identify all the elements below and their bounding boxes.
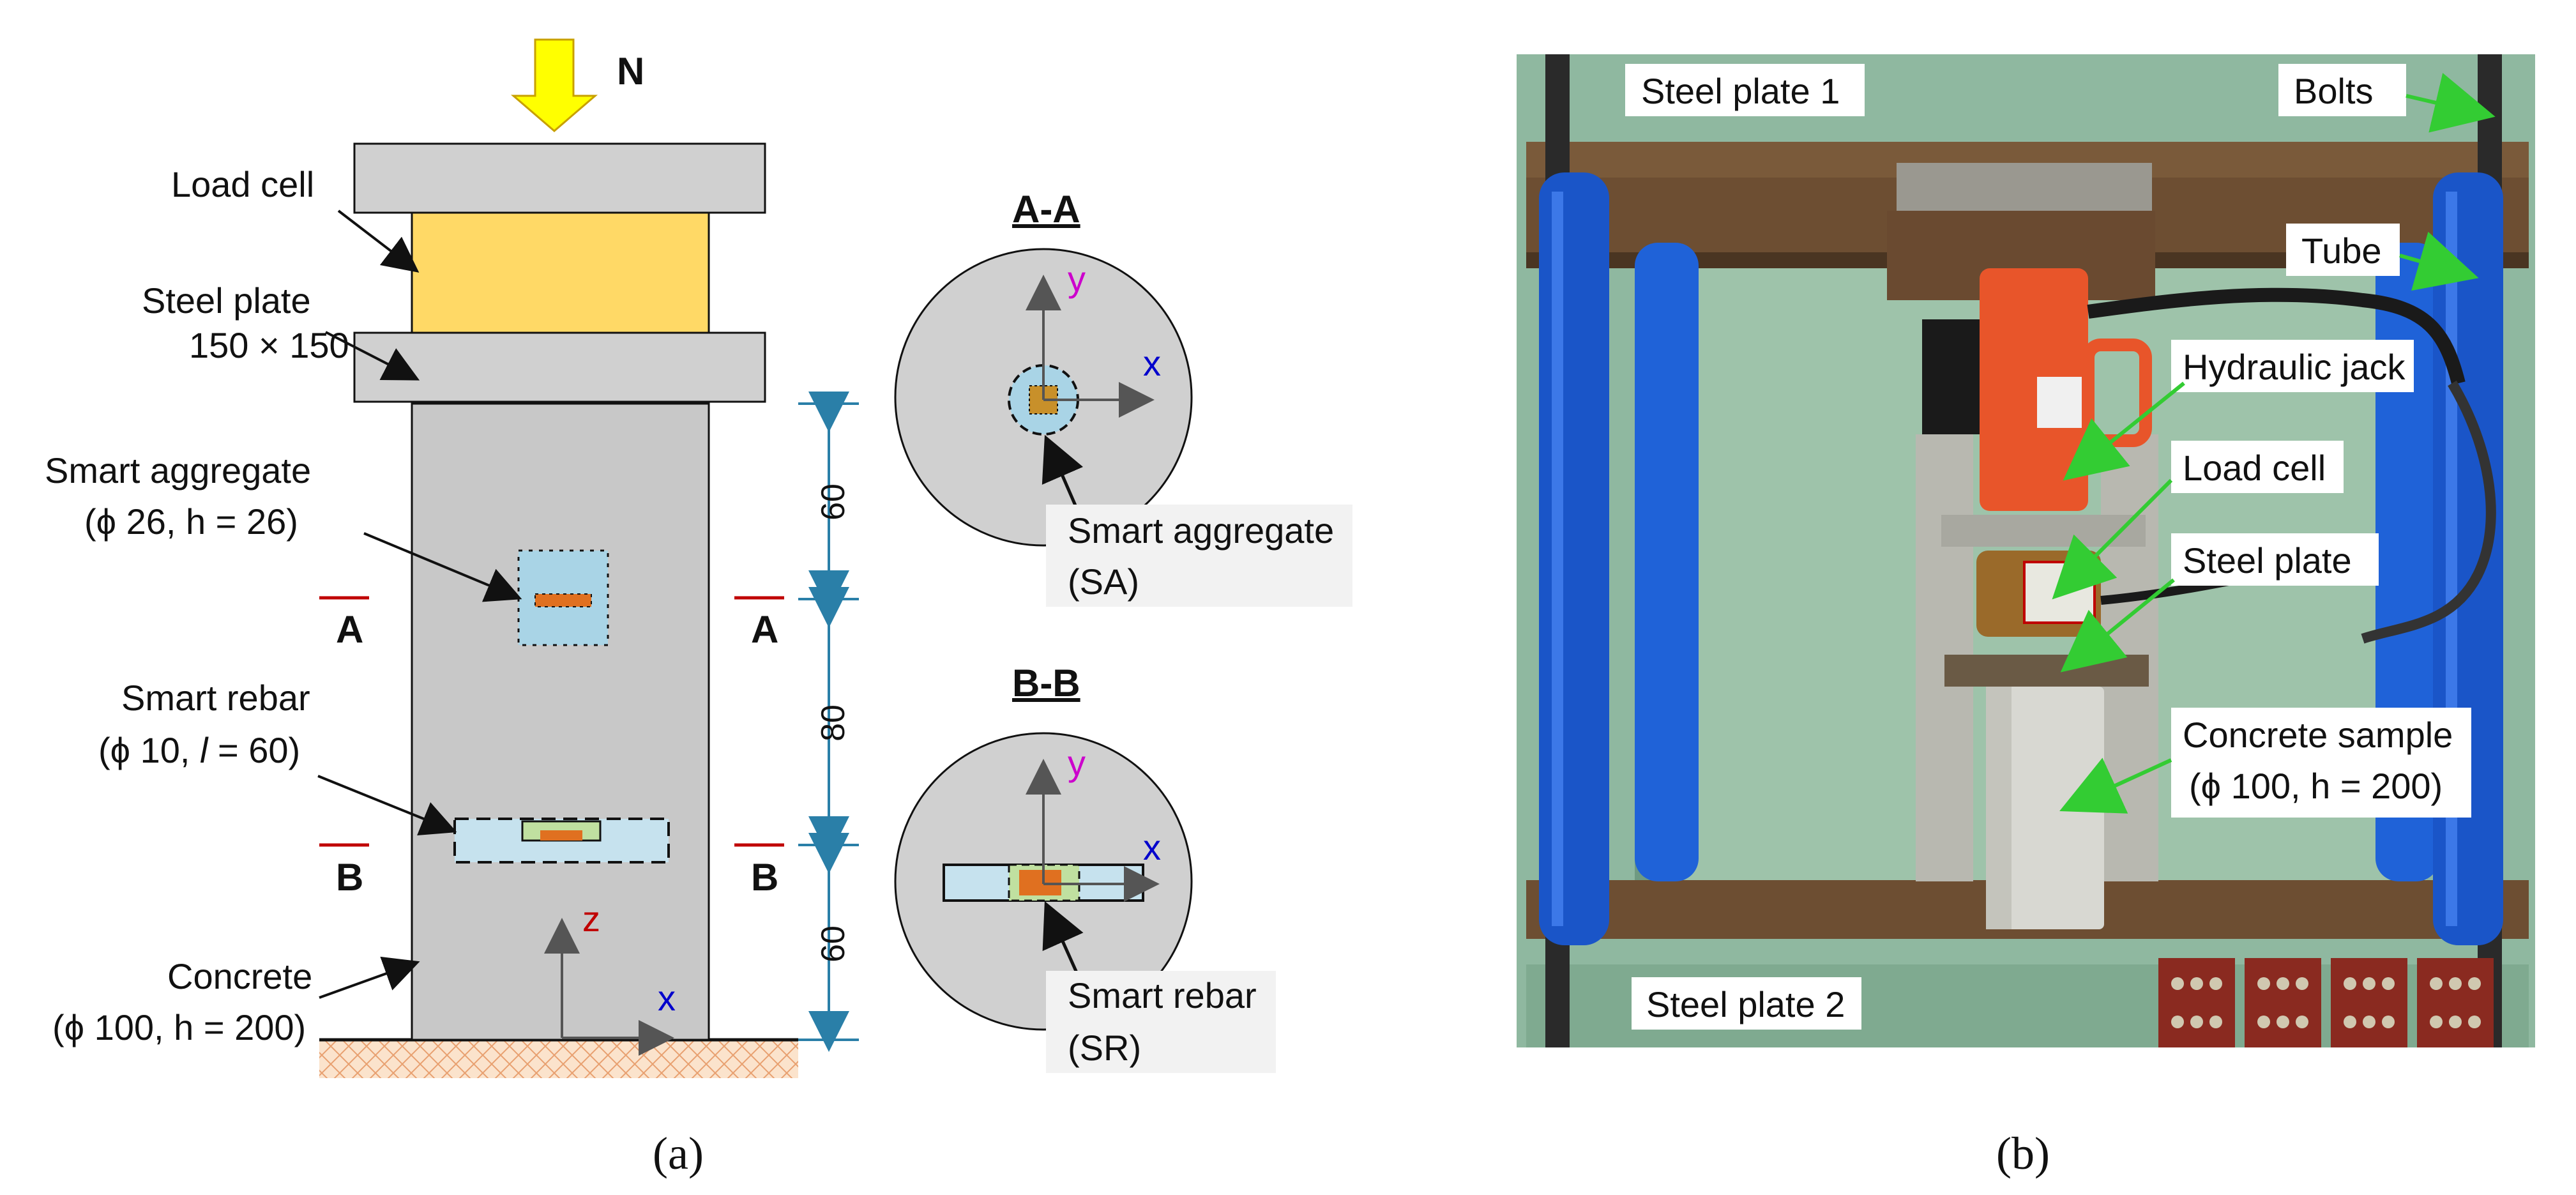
steel-plate-pointer <box>2060 578 2175 673</box>
concrete-sample-pointer <box>2059 757 2172 814</box>
section-b-left-label: B <box>336 856 363 899</box>
section-a-left-label: A <box>336 608 363 651</box>
smart-aggregate-label: Smart aggregate <box>45 450 311 491</box>
smart-rebar-dims: (ϕ 10, l = 60) <box>98 730 300 770</box>
tube-right-outer <box>2433 172 2503 945</box>
label-box-tube <box>2286 224 2400 276</box>
smart-rebar-leader <box>317 775 457 835</box>
section-aa-callout-leader <box>1042 434 1084 515</box>
tube-pointer <box>2399 231 2479 291</box>
section-aa-x-label: x <box>1143 343 1161 383</box>
section-b-right-label: B <box>751 856 778 899</box>
section-a-right-label: A <box>751 608 778 651</box>
hydraulic-hose <box>2087 287 2466 385</box>
section-bb-callout-label: Smart rebar <box>1068 975 1257 1016</box>
black-block <box>1922 319 1980 434</box>
section-aa-callout-abbr: (SA) <box>1068 561 1139 602</box>
cable-bundle <box>2361 380 2496 644</box>
dim-mid-label: 80 <box>815 704 852 742</box>
concrete-dims: (ϕ 100, h = 200) <box>52 1007 306 1047</box>
label-box-load-cell <box>2171 441 2344 493</box>
axis-x-label: x <box>658 978 676 1018</box>
figure-b-caption: (b) <box>1996 1128 2050 1179</box>
hydraulic-jack-label <box>2037 377 2082 428</box>
smart-aggregate-dims: (ϕ 26, h = 26) <box>84 501 298 542</box>
steel-plate-label: Steel plate <box>142 280 311 321</box>
smart-aggregate-leader <box>363 532 522 602</box>
concrete-label: Concrete <box>167 956 312 996</box>
load-arrow <box>510 38 598 132</box>
concrete-leader <box>319 956 420 999</box>
top-plate <box>353 142 766 214</box>
label-concrete-sample-dims: (ϕ 100, h = 200) <box>2189 766 2443 806</box>
label-box-hydraulic-jack <box>2171 340 2414 392</box>
concrete-sample-photo <box>1986 687 2104 929</box>
section-bb-callout-leader <box>1042 901 1084 982</box>
label-steel-plate: Steel plate <box>2183 540 2352 581</box>
label-box-concrete-sample <box>2171 708 2471 818</box>
load-cell <box>411 211 710 334</box>
dim-bot-label: 60 <box>815 925 852 963</box>
label-box-steel-plate-1 <box>1625 64 1865 116</box>
concrete-sample-shade <box>1986 687 2012 929</box>
tube-highlight-1 <box>1552 192 1563 926</box>
steel-plate-size: 150 × 150 <box>189 325 349 365</box>
label-box-bolts <box>2278 64 2406 116</box>
section-aa-y-label: y <box>1068 259 1086 299</box>
section-bb-callout-box <box>1046 971 1276 1073</box>
steel-plate-photo <box>1944 655 2149 687</box>
axis-z-label: z <box>582 899 600 939</box>
steel-plate-leader <box>325 331 420 381</box>
tube-left-inner <box>1635 243 1699 881</box>
label-concrete-sample: Concrete sample <box>2183 715 2453 755</box>
mid-plate-1 <box>1941 515 2146 547</box>
ground-hatch <box>319 1040 798 1078</box>
smart-rebar-label: Smart rebar <box>121 678 310 718</box>
label-steel-plate-2: Steel plate 2 <box>1646 984 1845 1024</box>
figure-a: N z x Load cell Steel plate 150 × 150 Sm… <box>45 38 1352 1179</box>
label-box-steel-plate <box>2171 533 2379 586</box>
dimension-line <box>798 392 859 1052</box>
concrete-column <box>411 402 710 1041</box>
label-box-steel-plate-2 <box>1632 977 1861 1030</box>
load-label: N <box>617 50 644 93</box>
section-bb-title: B-B <box>1012 662 1080 704</box>
hydraulic-jack <box>1980 268 2088 511</box>
section-aa-callout-box <box>1046 505 1352 607</box>
dim-top-label: 60 <box>815 483 852 521</box>
label-hydraulic-jack: Hydraulic jack <box>2183 347 2406 387</box>
terminal-blocks <box>2158 958 2494 1047</box>
label-bolts: Bolts <box>2294 71 2374 111</box>
figure-a-caption: (a) <box>653 1128 704 1179</box>
hydraulic-jack-pointer <box>2063 381 2185 481</box>
bolts-pointer <box>2406 73 2496 133</box>
label-load-cell: Load cell <box>2183 448 2326 488</box>
section-bb-callout-abbr: (SR) <box>1068 1028 1141 1068</box>
label-steel-plate-1: Steel plate 1 <box>1641 71 1840 111</box>
steel-plate <box>353 331 766 403</box>
section-bb-x-label: x <box>1143 827 1161 867</box>
smart-rebar-core <box>540 830 582 841</box>
load-cell-leader <box>337 209 420 273</box>
section-aa-callout-label: Smart aggregate <box>1068 510 1334 551</box>
top-spacer <box>1897 163 2152 211</box>
label-tube: Tube <box>2301 231 2382 271</box>
smart-aggregate-core <box>534 593 592 607</box>
figure-b: Steel plate 1 Bolts Tube Hydraulic jack … <box>1517 54 2535 1179</box>
load-cell-pointer <box>2052 478 2173 600</box>
section-bb-y-label: y <box>1068 743 1086 783</box>
section-aa-title: A-A <box>1012 188 1080 231</box>
load-cell-label: Load cell <box>171 164 314 204</box>
tube-left-outer <box>1539 172 1609 945</box>
